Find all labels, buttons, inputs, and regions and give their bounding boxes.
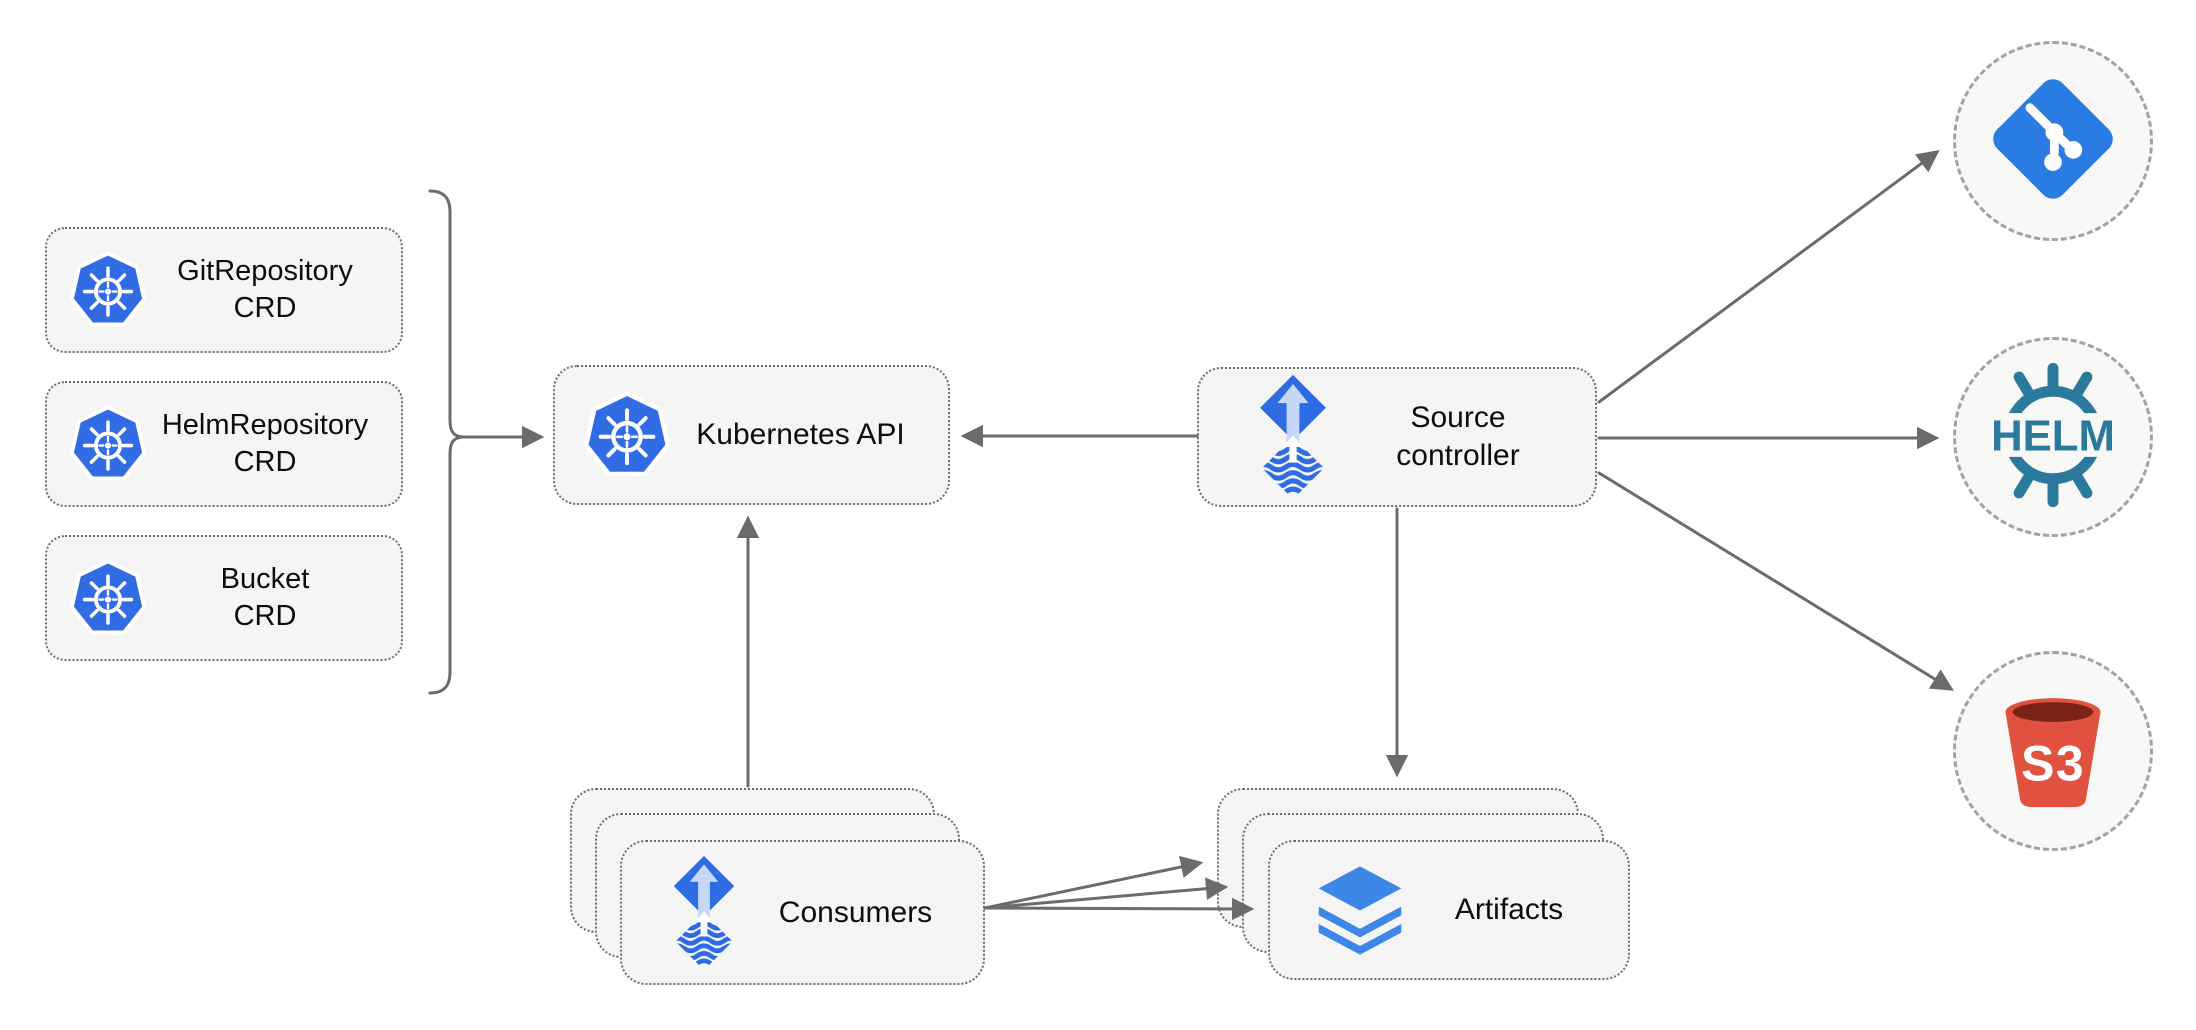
kubernetes-icon (69, 251, 147, 329)
gitrepository-crd-label: GitRepository CRD (147, 253, 401, 327)
source-controller-line2: controller (1396, 439, 1520, 472)
helmrepository-crd-label: HelmRepository CRD (147, 407, 401, 481)
bucket-crd-line1: Bucket (220, 563, 310, 595)
helmrepository-crd-line2: CRD (233, 446, 297, 478)
s3-icon: S3 (1987, 683, 2119, 820)
bucket-crd-label: Bucket CRD (147, 561, 401, 635)
arrow-consumers-to-artifacts-1 (983, 855, 1204, 910)
layers-icon (1312, 865, 1408, 955)
bucket-crd-line2: CRD (233, 600, 297, 632)
node-artifacts: Artifacts (1268, 840, 1630, 980)
helm-wordmark: HELM (1991, 411, 2115, 460)
flux-icon (662, 854, 746, 972)
kubernetes-icon (69, 405, 147, 483)
consumers-label: Consumers (778, 895, 933, 929)
kubernetes-icon (583, 391, 671, 479)
node-kubernetes-api: Kubernetes API (553, 365, 950, 505)
node-consumers: Consumers (620, 840, 985, 985)
node-bucket-crd: Bucket CRD (45, 535, 403, 661)
s3-source-circle: S3 (1953, 651, 2153, 851)
arrow-consumers-to-artifacts-3 (983, 897, 1255, 921)
arrow-source-controller-to-s3 (1597, 471, 1954, 691)
crd-group-bracket (428, 189, 465, 695)
gitrepository-crd-line1: GitRepository (177, 255, 353, 287)
s3-wordmark: S3 (2021, 735, 2085, 791)
source-controller-label: Source controller (1339, 399, 1595, 475)
git-source-circle (1953, 41, 2153, 241)
helm-source-circle: HELM (1953, 337, 2153, 537)
node-source-controller: Source controller (1197, 367, 1597, 507)
git-icon (1985, 71, 2121, 212)
node-helmrepository-crd: HelmRepository CRD (45, 381, 403, 507)
arrow-source-controller-to-git (1597, 149, 1940, 404)
artifacts-label: Artifacts (1454, 893, 1564, 926)
helmrepository-crd-line1: HelmRepository (161, 409, 369, 441)
kubernetes-icon (69, 559, 147, 637)
arrow-consumers-to-artifacts-2 (983, 877, 1229, 910)
gitrepository-crd-line2: CRD (233, 292, 297, 324)
helm-icon: HELM (1965, 353, 2141, 522)
kubernetes-api-label: Kubernetes API (696, 418, 905, 451)
flux-icon (1247, 373, 1339, 501)
node-gitrepository-crd: GitRepository CRD (45, 227, 403, 353)
source-controller-line1: Source (1410, 401, 1506, 434)
